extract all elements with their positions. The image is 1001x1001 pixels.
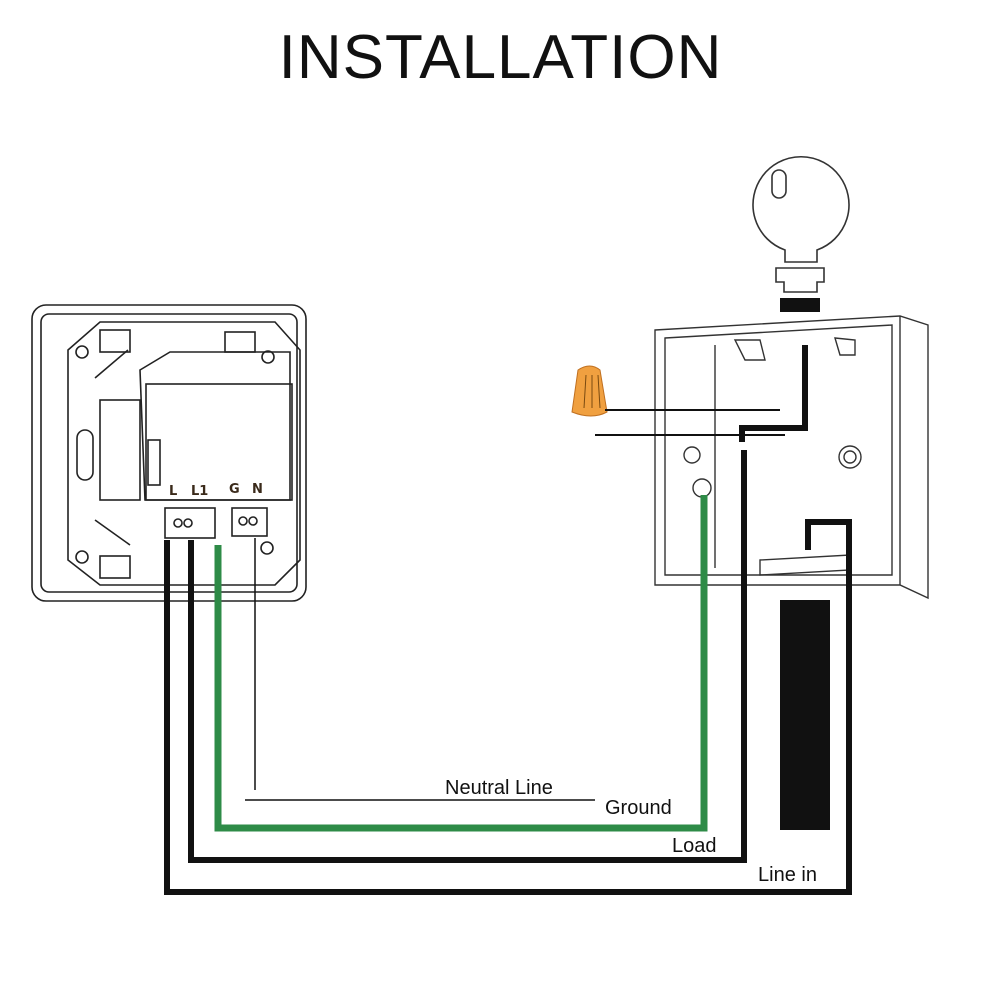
box-load-wire [739, 345, 808, 442]
line-in-wire [164, 519, 852, 895]
terminal-label-n: N [252, 482, 263, 497]
line-in-cable [780, 600, 830, 830]
light-bulb-icon [752, 156, 850, 293]
label-ground: Ground [605, 797, 672, 819]
terminal-label-l1: L1 [191, 484, 208, 499]
label-load: Load [672, 835, 717, 857]
wire-nut-icon [571, 365, 608, 417]
terminal-label-g: G [229, 482, 240, 497]
bulb-socket [780, 298, 820, 312]
load-wire [188, 450, 747, 863]
label-neutral-line: Neutral Line [445, 777, 553, 799]
label-line-in: Line in [758, 864, 817, 886]
terminal-label-l: L [169, 484, 177, 499]
ground-wire [214, 495, 708, 832]
diagram-title: INSTALLATION [278, 23, 723, 92]
junction-box [654, 315, 929, 600]
